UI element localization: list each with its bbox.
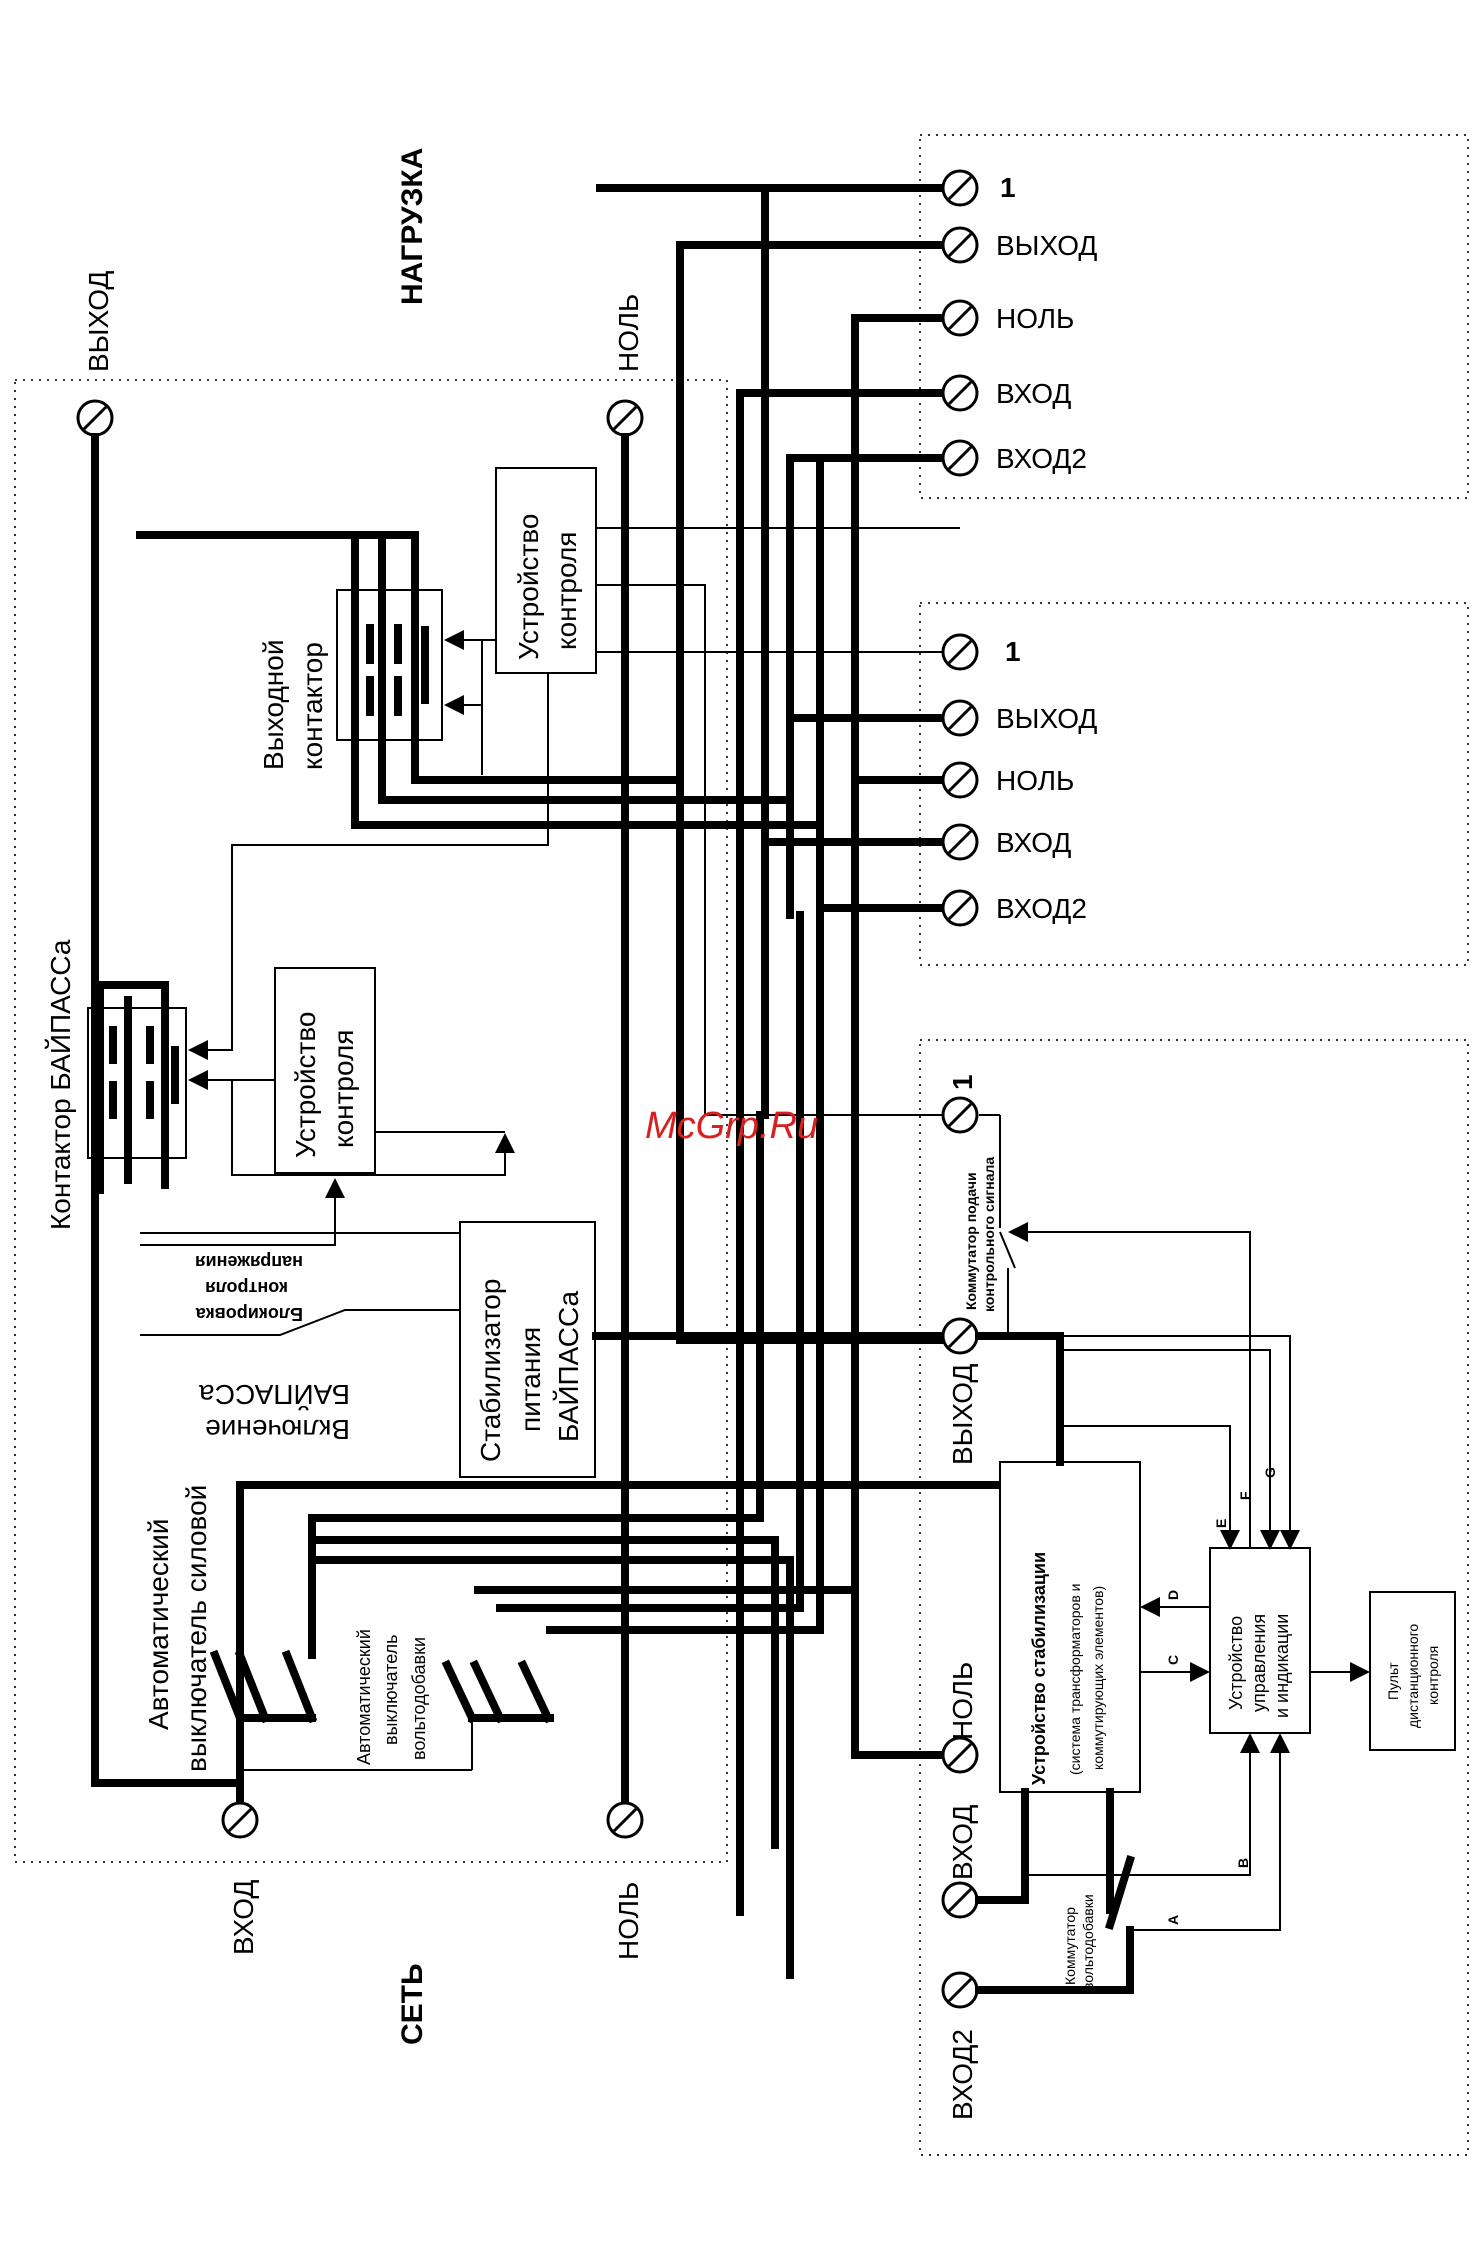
load-title: НАГРУЗКА [396, 148, 429, 305]
bypass-stab-label-3: БАЙПАССа [553, 1290, 584, 1442]
module-2-label-in: ВХОД [996, 827, 1071, 858]
module-2-terminal-out[interactable] [941, 699, 979, 737]
control-device-mid-label-2: контроля [328, 1030, 359, 1148]
module-2-label-out: ВЫХОД [996, 703, 1097, 734]
module-2-terminal-in2[interactable] [941, 889, 979, 927]
output-terminal-label: ВЫХОД [83, 271, 114, 372]
module-1-label-out: ВЫХОД [996, 230, 1097, 261]
output-contactor [336, 589, 443, 741]
output-zero-label: НОЛЬ [613, 294, 644, 372]
module-2-label-zero: НОЛЬ [996, 765, 1074, 796]
module-1-label-1: 1 [1000, 172, 1016, 203]
signal-e: E [1213, 1519, 1229, 1528]
blocking-label-2: контроля [205, 1278, 288, 1298]
bypass-on-label-1: Включение [205, 1414, 350, 1445]
detail-terminal-in2[interactable] [941, 1971, 979, 2009]
control-device-mid [274, 967, 376, 1174]
detail-label-in2: ВХОД2 [947, 2029, 978, 2120]
input-zero-label: НОЛЬ [613, 1882, 644, 1960]
module-frame-2 [919, 602, 1469, 966]
detail-terminal-1[interactable] [941, 1096, 979, 1134]
detail-label-out: ВЫХОД [947, 1364, 978, 1465]
switch-signal-label-2: контрольного сигнала [981, 1157, 997, 1312]
detail-terminal-out[interactable] [941, 1317, 979, 1355]
blocking-label-3: напряжения [195, 1252, 303, 1272]
input-terminal[interactable] [221, 1801, 259, 1839]
bypass-stab-label-2: питания [515, 1327, 546, 1432]
module-2-label-1: 1 [1005, 636, 1021, 667]
bypass-contactor-label: Контактор БАЙПАССа [45, 939, 76, 1230]
switch-boost-label-2: вольтодобавки [1080, 1894, 1096, 1990]
control-indication-3: и индикации [1272, 1614, 1292, 1718]
stabilization-device [999, 1461, 1141, 1793]
signal-c: C [1165, 1655, 1181, 1665]
breaker-boost-label-1: Автоматический [354, 1629, 374, 1765]
stabilizer-title: Устройство стабилизации [1029, 1552, 1049, 1785]
module-1-terminal-out[interactable] [941, 226, 979, 264]
module-frame-3 [919, 1039, 1469, 2156]
stabilizer-sub-1: (система трансформаторов и [1067, 1584, 1083, 1776]
remote-panel-3: контроля [1425, 1646, 1441, 1705]
switch-signal-label-1: Коммутатор подачи [963, 1172, 979, 1310]
detail-module: 1 ВЫХОД НОЛЬ ВХОД ВХОД2 Устройство стаби… [941, 1074, 1456, 2120]
control-device-top-label-1: Устройство [513, 514, 544, 660]
remote-panel-1: Пульт [1385, 1662, 1401, 1700]
control-indication-device [1209, 1547, 1311, 1734]
signal-f: F [1237, 1491, 1253, 1500]
module-1-label-in: ВХОД [996, 378, 1071, 409]
module-2-terminal-zero[interactable] [941, 761, 979, 799]
signal-a: A [1165, 1915, 1181, 1925]
network-title: СЕТЬ [396, 1963, 429, 2045]
blocking-label-1: Блокировка [195, 1304, 303, 1324]
input-terminal-label: ВХОД [228, 1880, 259, 1955]
module-1-terminal-in[interactable] [941, 374, 979, 412]
control-device-top-label-2: контроля [551, 532, 582, 650]
module-2-terminal-in[interactable] [941, 823, 979, 861]
bypass-on-label-2: БАЙПАССа [198, 1379, 350, 1410]
input-zero-terminal[interactable] [606, 1801, 644, 1839]
detail-terminal-zero[interactable] [941, 1736, 979, 1774]
module-1-terminal-zero[interactable] [941, 299, 979, 337]
breaker-boost-label-2: выключатель [381, 1634, 401, 1745]
bypass-stab-label-1: Стабилизатор [475, 1279, 506, 1462]
remote-control-panel [1369, 1591, 1456, 1751]
detail-label-in: ВХОД [947, 1805, 978, 1880]
switch-boost-label-1: Коммутатор [1062, 1907, 1078, 1985]
output-contactor-label-2: контактор [297, 642, 328, 770]
signal-b: B [1235, 1858, 1251, 1868]
control-indication-2: управления [1249, 1614, 1269, 1712]
signal-d: D [1165, 1590, 1181, 1600]
output-contactor-label-1: Выходной [258, 640, 289, 770]
detail-terminal-in[interactable] [941, 1881, 979, 1919]
stabilizer-sub-2: коммутирующих элементов) [1090, 1586, 1106, 1770]
bypass-stabilizer [459, 1221, 596, 1478]
signal-g: G [1262, 1467, 1278, 1478]
control-device-mid-label-1: Устройство [290, 1012, 321, 1158]
module-1-terminals: 1 ВЫХОД НОЛЬ ВХОД ВХОД2 [941, 169, 1097, 477]
control-indication-1: Устройство [1226, 1616, 1246, 1710]
detail-label-zero: НОЛЬ [947, 1662, 978, 1740]
module-1-label-zero: НОЛЬ [996, 303, 1074, 334]
module-1-label-in2: ВХОД2 [996, 443, 1087, 474]
remote-panel-2: дистанционного [1405, 1624, 1421, 1728]
breaker-power-label-1: Автоматический [143, 1519, 174, 1730]
breaker-boost-label-3: вольтодобавки [409, 1637, 429, 1760]
control-device-top [495, 467, 597, 674]
output-zero-terminal[interactable] [606, 399, 644, 437]
module-2-terminals: 1 ВЫХОД НОЛЬ ВХОД ВХОД2 [941, 633, 1097, 927]
breaker-power-label-2: выключатель силовой [181, 1485, 212, 1772]
module-1-terminal-1[interactable] [941, 169, 979, 207]
module-1-terminal-in2[interactable] [941, 439, 979, 477]
bypass-contactor [87, 1007, 187, 1159]
module-2-terminal-1[interactable] [941, 633, 979, 671]
module-2-label-in2: ВХОД2 [996, 893, 1087, 924]
watermark: McGrp.Ru [645, 1105, 818, 1147]
output-terminal[interactable] [76, 399, 114, 437]
detail-label-1: 1 [947, 1074, 978, 1090]
